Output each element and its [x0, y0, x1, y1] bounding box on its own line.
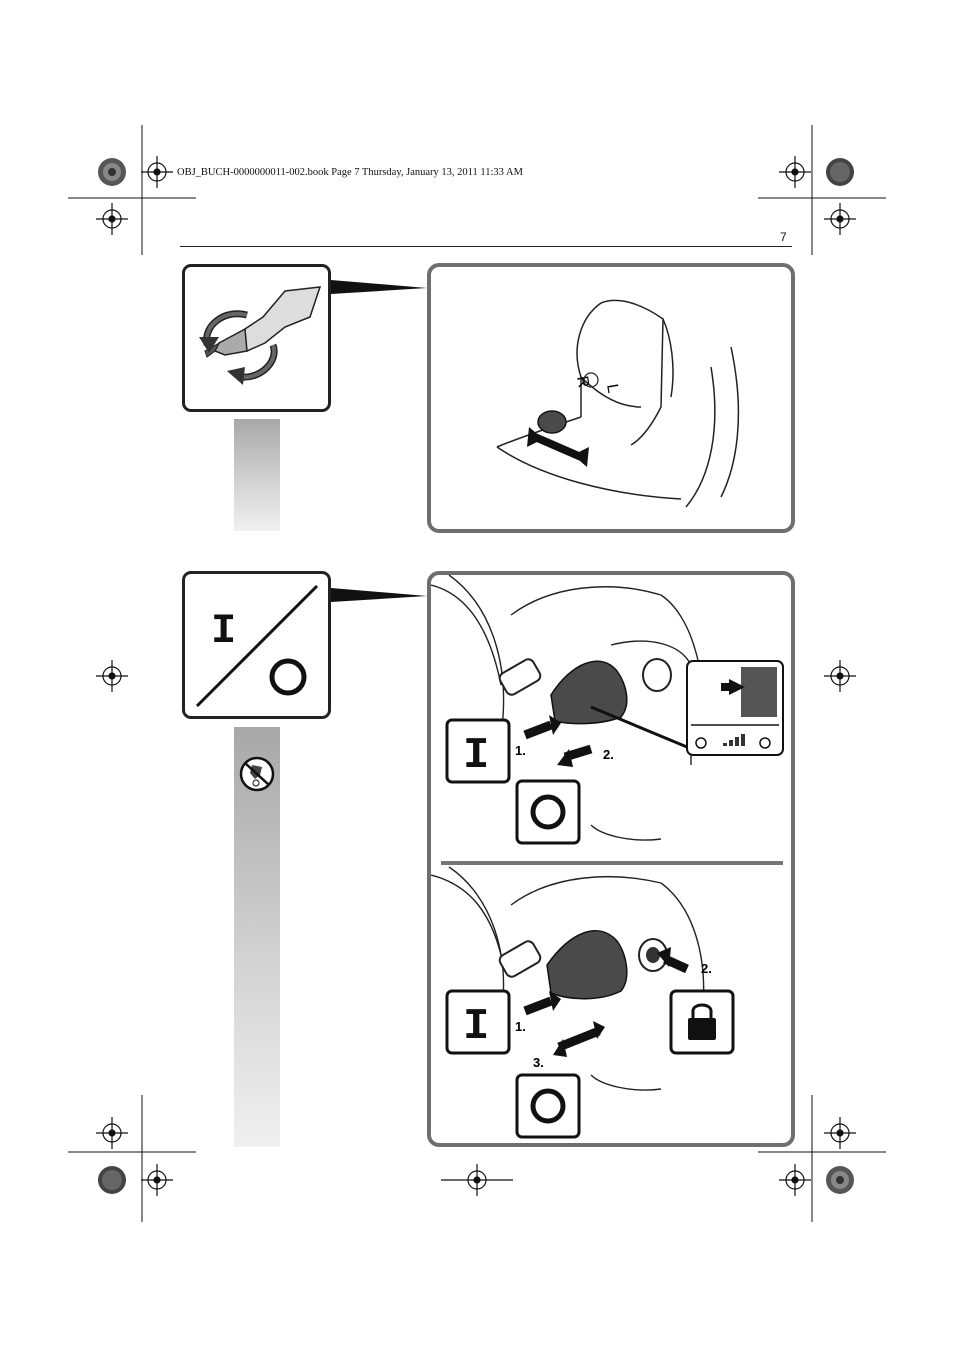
off-symbol-box-top — [515, 779, 581, 845]
on-off-panel: I 1. 2. 2. I — [427, 571, 795, 1147]
off-symbol-box-bottom — [515, 1073, 581, 1139]
fast-speed-icon — [759, 737, 771, 749]
direction-switch-knob — [537, 410, 567, 434]
no-children-warning-icon — [239, 756, 275, 792]
on-symbol-bottom: I — [463, 1002, 489, 1052]
bosch-grip-label — [498, 658, 542, 696]
slide-arrow-icon — [533, 433, 583, 461]
lock-button-top — [642, 658, 672, 692]
step-1-top: 1. — [515, 743, 526, 758]
off-symbol-bottom — [530, 1088, 566, 1124]
on-symbol-top: I — [463, 731, 489, 781]
release-arrow-bottom — [557, 1026, 601, 1052]
padlock-icon — [688, 1018, 716, 1040]
on-off-switch-bottom — [546, 930, 628, 1000]
page-number: 7 — [780, 230, 787, 244]
callout-wedge-2 — [331, 588, 427, 602]
step-2-bottom: 2. — [701, 961, 712, 976]
file-info-header: OBJ_BUCH-0000000011-002.book Page 7 Thur… — [177, 167, 523, 178]
on-symbol-i: I — [211, 607, 236, 655]
direction-switch-illustration: R L — [496, 299, 740, 508]
off-symbol-top — [530, 794, 566, 830]
lock-circle-icon — [583, 372, 599, 388]
switch-slider-inset — [741, 667, 777, 717]
on-off-illustration: I 1. 2. 2. I — [431, 575, 784, 1139]
rotation-direction-icon-box — [182, 264, 331, 412]
header-rule — [180, 246, 792, 247]
off-symbol-circle — [269, 658, 307, 696]
on-symbol-box-top — [445, 718, 511, 784]
switch-letter-l: L — [603, 383, 621, 395]
callout-wedge-1 — [331, 280, 427, 294]
on-symbol-box-bottom — [445, 989, 511, 1055]
gray-section-bar-1 — [234, 419, 280, 531]
on-off-switch-icon: I — [195, 584, 319, 708]
on-off-icon-box: I — [182, 571, 331, 719]
step-2-top: 2. — [603, 747, 614, 762]
on-off-switch-top — [550, 660, 628, 725]
slow-speed-icon — [695, 737, 707, 749]
step-3-bottom: 3. — [533, 1055, 544, 1070]
bosch-grip-label-bottom — [498, 940, 542, 978]
push-arrow-bottom — [523, 996, 553, 1016]
gray-section-bar-2 — [234, 727, 280, 1147]
screwdriver-bit-rotation-icon — [199, 286, 322, 385]
step-1-bottom: 1. — [515, 1019, 526, 1034]
push-arrow-top — [523, 720, 553, 740]
direction-switch-panel: R L — [427, 263, 795, 533]
